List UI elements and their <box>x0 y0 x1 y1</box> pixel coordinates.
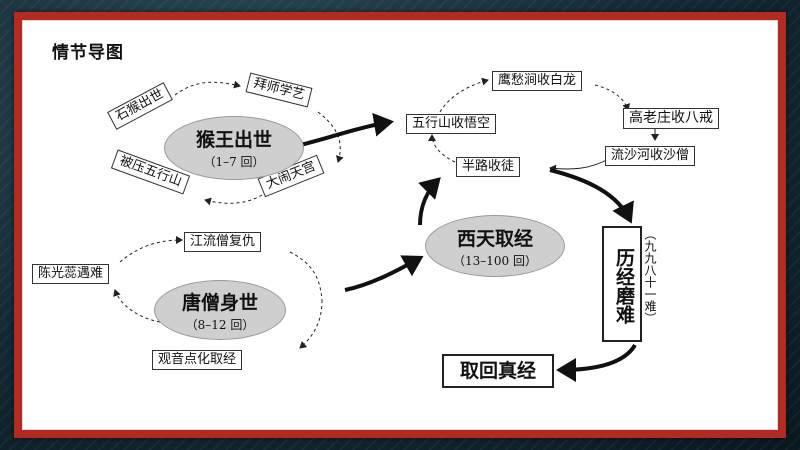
cycle-arrow-monk-1 <box>119 236 183 263</box>
box-wukong: 五行山收悟空 <box>406 114 497 134</box>
cycle-arrow-journey-5 <box>428 134 456 163</box>
box-guanyin: 观音点化取经 <box>152 350 243 370</box>
monkey-title: 猴王出世 <box>195 129 272 151</box>
box-white-dragon: 鹰愁涧收白龙 <box>492 71 583 91</box>
monk-title: 唐僧身世 <box>181 292 258 314</box>
cycle-arrow-monk-3 <box>299 299 323 349</box>
box-bajie: 高老庄收八戒 <box>623 108 719 129</box>
cycle-arrow-journey-1 <box>439 77 489 113</box>
west-title: 西天取经 <box>456 228 533 250</box>
arrow-hub-to-trials <box>549 168 634 224</box>
box-trials: 历经磨难 <box>602 226 642 342</box>
oval-tang-monk: 唐僧身世 （8–12 回） <box>154 280 286 340</box>
oval-west-journey: 西天取经 （13–100 回） <box>425 215 565 277</box>
trials-note: （九九八十一难） <box>643 228 657 324</box>
box-retrieve-scriptures: 取回真经 <box>442 354 554 388</box>
cycle-arrow-monk-2 <box>289 251 323 301</box>
arrow-west-to-hub <box>418 177 441 226</box>
cycle-arrow-monkey-1 <box>174 80 241 96</box>
box-jiangliu: 江流僧复仇 <box>184 232 262 252</box>
arrow-monkey-to-pickup <box>299 112 394 147</box>
cycle-arrow-journey-4 <box>549 157 611 173</box>
cycle-arrow-monkey-3 <box>204 194 263 206</box>
cycle-arrow-journey-2 <box>594 84 631 111</box>
west-chapters: （13–100 回） <box>453 254 537 268</box>
arrow-monk-to-west <box>344 255 424 292</box>
box-halfway-disciples: 半路收徒 <box>456 157 521 177</box>
box-sha-seng: 流沙河收沙僧 <box>605 146 696 166</box>
monkey-chapters: （1–7 回） <box>203 155 265 169</box>
diagram-card <box>22 20 778 430</box>
oval-monkey-king: 猴王出世 （1–7 回） <box>164 116 304 180</box>
page-title: 情节导图 <box>52 43 124 63</box>
box-chen-guangrui: 陈光蕊遇难 <box>32 264 110 284</box>
cycle-arrow-monk-4 <box>113 289 161 323</box>
arrow-trials-to-end <box>556 343 637 382</box>
monk-chapters: （8–12 回） <box>185 318 255 332</box>
